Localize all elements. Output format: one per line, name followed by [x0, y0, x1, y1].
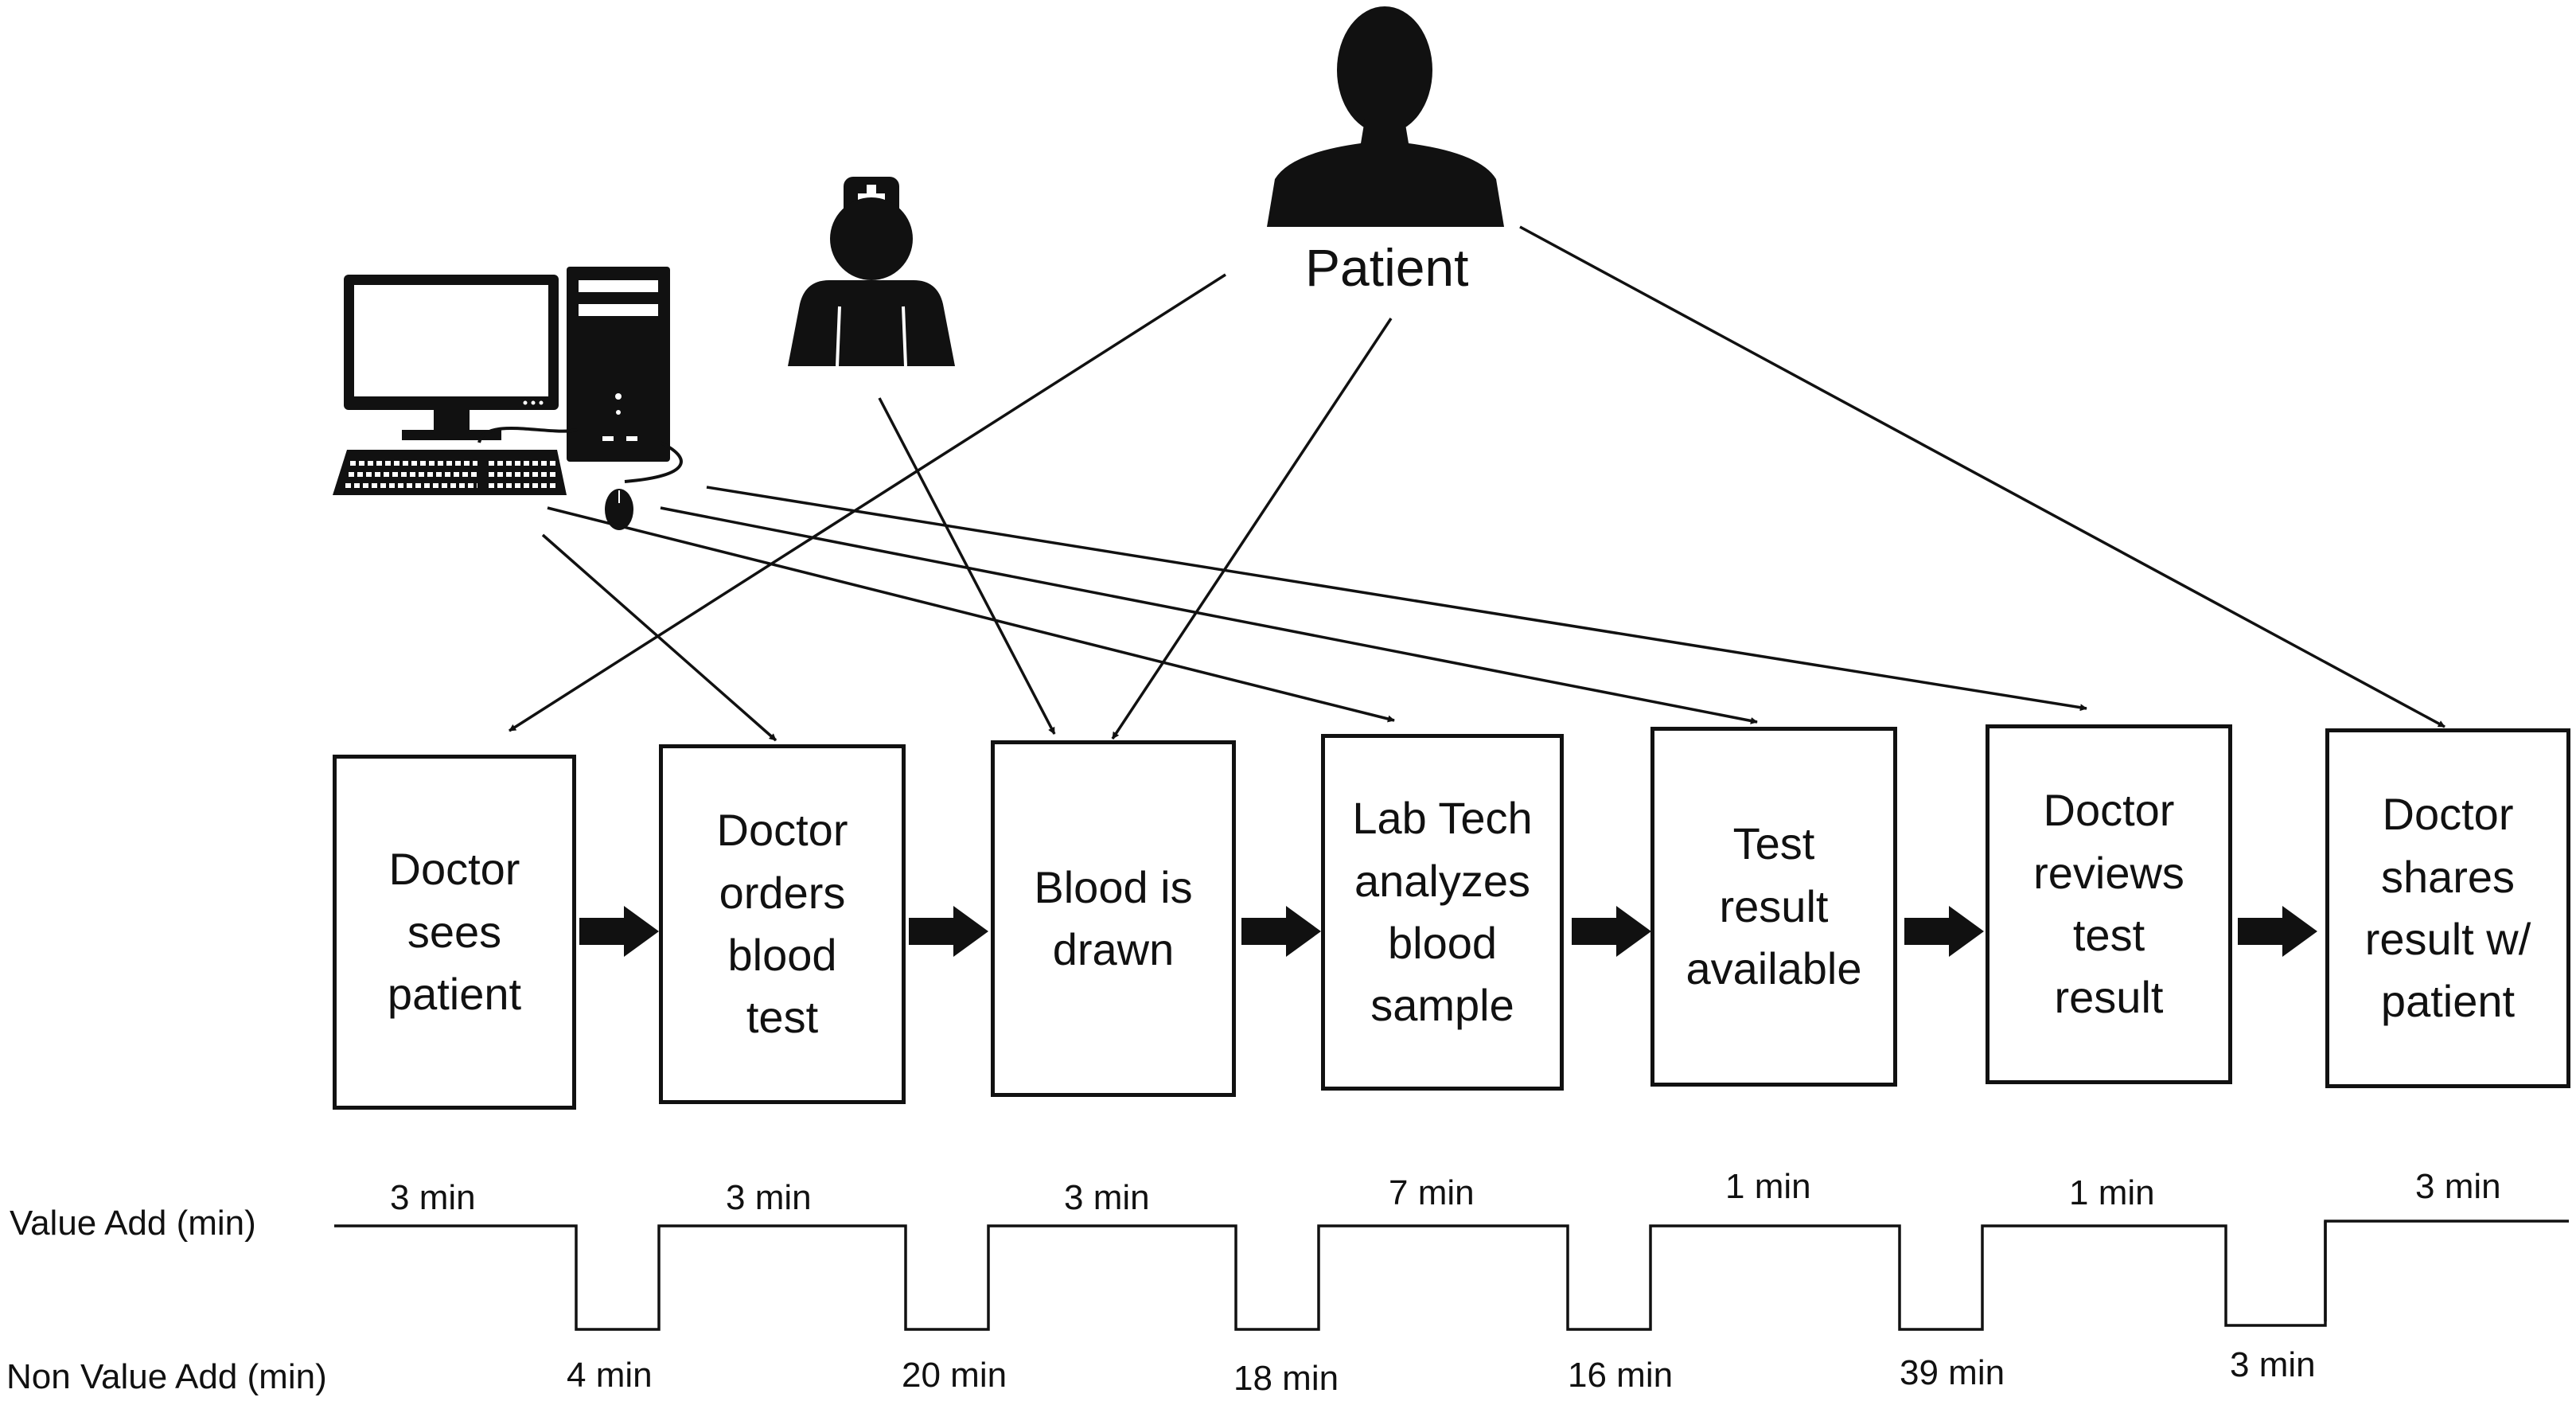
non-value-add-time: 4 min	[567, 1356, 653, 1395]
value-add-time: 3 min	[1064, 1178, 1150, 1217]
step-label: Doctor reviews test result	[2033, 785, 2184, 1023]
flow-arrows	[579, 906, 2317, 957]
value-add-time: 1 min	[2069, 1173, 2155, 1212]
connector-arrows	[509, 225, 2445, 742]
step-box-doctor-shares-result: Doctor shares result w/ patient	[2325, 728, 2570, 1088]
value-add-time: 3 min	[726, 1178, 812, 1217]
step-box-doctor-sees-patient: Doctor sees patient	[333, 755, 576, 1110]
step-box-lab-tech-analyzes: Lab Tech analyzes blood sample	[1321, 734, 1564, 1091]
patient-label: Patient	[1305, 238, 1469, 297]
non-value-add-time: 3 min	[2230, 1345, 2316, 1384]
value-add-time: 1 min	[1725, 1167, 1811, 1206]
value-timeline-line	[334, 1220, 2569, 1331]
desktop-computer-icon	[333, 267, 683, 530]
flow-arrow-4	[1572, 906, 1651, 957]
step-label: Doctor sees patient	[387, 844, 522, 1020]
step-label: Blood is drawn	[1034, 861, 1193, 974]
non-value-add-time: 20 min	[902, 1356, 1007, 1395]
non-value-add-row-label: Non Value Add (min)	[6, 1357, 327, 1396]
flow-arrow-5	[1904, 906, 1984, 957]
step-label: Doctor orders blood test	[716, 805, 848, 1043]
patient-silhouette-icon	[1267, 6, 1504, 227]
non-value-add-time: 18 min	[1233, 1359, 1339, 1398]
value-add-time: 3 min	[390, 1178, 476, 1217]
value-add-time: 3 min	[2415, 1167, 2501, 1206]
step-box-doctor-orders-blood-test: Doctor orders blood test	[659, 744, 906, 1104]
step-label: Test result available	[1686, 818, 1862, 994]
step-box-test-result-available: Test result available	[1650, 727, 1897, 1087]
nurse-silhouette-icon	[788, 177, 955, 367]
step-label: Lab Tech analyzes blood sample	[1352, 793, 1533, 1031]
flow-arrow-3	[1241, 906, 1321, 957]
step-label: Doctor shares result w/ patient	[2364, 789, 2531, 1027]
value-add-time: 7 min	[1389, 1173, 1475, 1212]
flow-arrow-2	[909, 906, 988, 957]
value-add-row-label: Value Add (min)	[10, 1204, 256, 1243]
step-box-doctor-reviews-result: Doctor reviews test result	[1986, 724, 2232, 1084]
non-value-add-time: 39 min	[1900, 1353, 2005, 1392]
flow-arrow-1	[579, 906, 659, 957]
step-box-blood-drawn: Blood is drawn	[991, 740, 1236, 1097]
flow-arrow-6	[2238, 906, 2317, 957]
non-value-add-time: 16 min	[1568, 1356, 1674, 1395]
